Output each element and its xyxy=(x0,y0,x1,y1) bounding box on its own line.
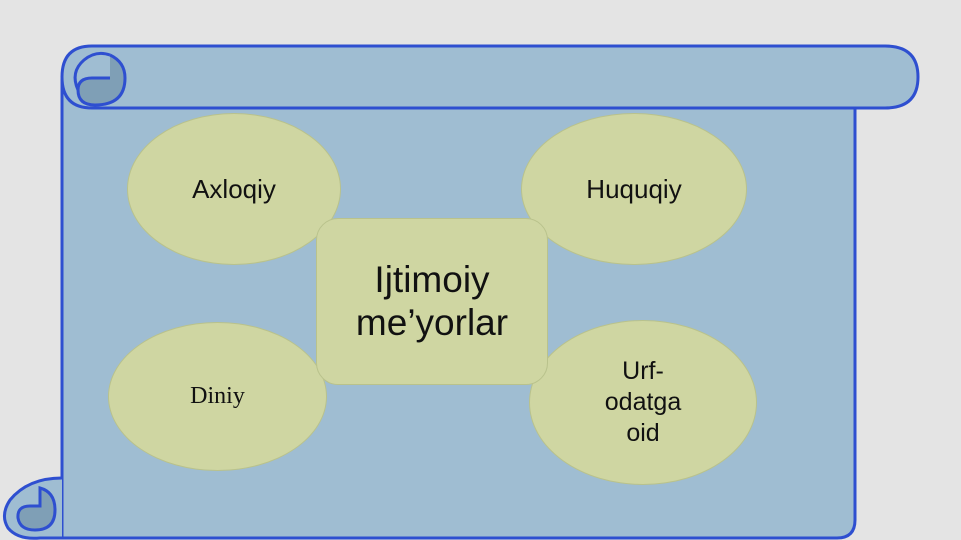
node-huquqiy-label: Huquqiy xyxy=(586,173,682,204)
node-diniy-label: Diniy xyxy=(190,383,245,409)
node-diniy: Diniy xyxy=(108,322,327,471)
node-urf-odatga-oid: Urf- odatga oid xyxy=(529,320,757,485)
node-axloqiy-label: Axloqiy xyxy=(192,173,276,204)
scroll-top-curl xyxy=(76,53,127,107)
center-node-ijtimoiy-meyorlar: Ijtimoiy me’yorlar xyxy=(316,218,548,385)
node-axloqiy: Axloqiy xyxy=(127,113,341,265)
node-huquqiy: Huquqiy xyxy=(521,113,747,265)
center-node-label: Ijtimoiy me’yorlar xyxy=(355,258,509,343)
node-urf-label: Urf- odatga oid xyxy=(604,356,682,448)
scroll-top-roll xyxy=(60,44,920,110)
